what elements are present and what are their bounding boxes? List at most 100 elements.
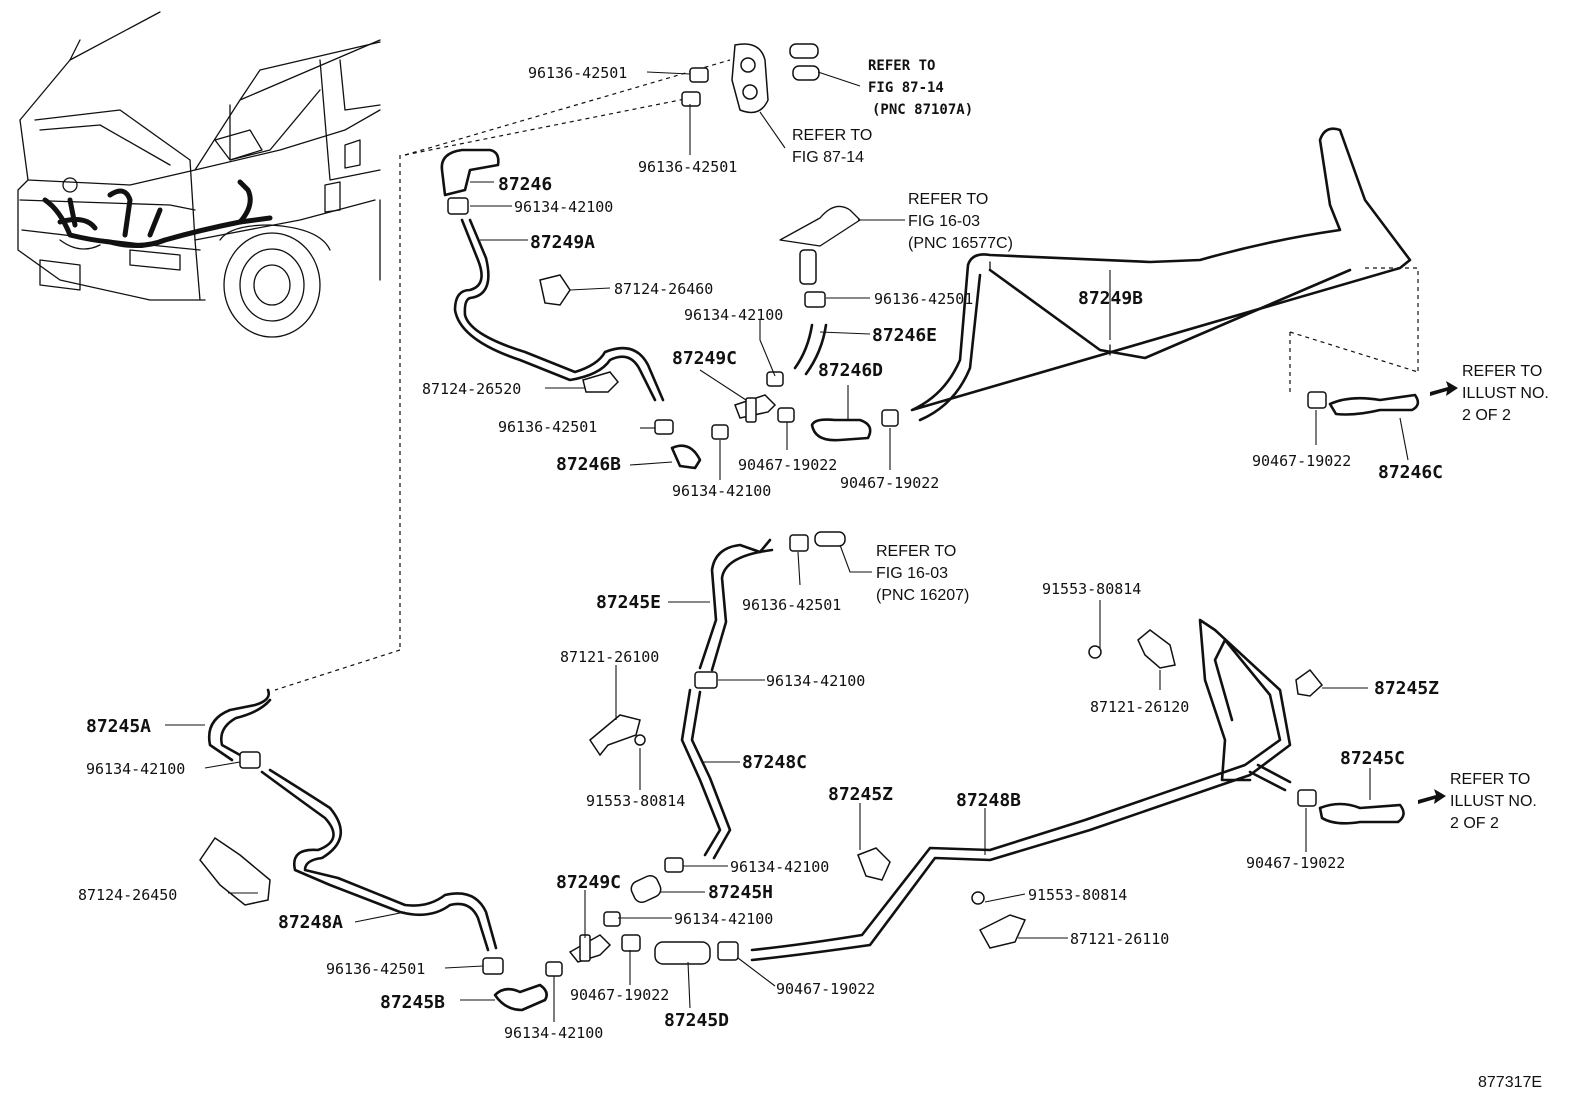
hose-87245E: [698, 538, 774, 672]
hose-87248C: [680, 688, 732, 860]
clamp-90467-19022-c: [1307, 391, 1327, 409]
leader-lines: [165, 71, 1409, 1022]
bracket-87121-26110: [971, 891, 1027, 949]
clamp-96134-42100-h: [545, 961, 563, 977]
label-refer-to: REFER TO: [868, 58, 935, 74]
label-refer-fig: FIG 16-03: [908, 213, 980, 230]
clamp-96134-42100-d: [694, 671, 718, 689]
label-96134-42100: 96134-42100: [504, 1024, 603, 1042]
label-87249C: 87249C: [556, 872, 621, 893]
label-96134-42100: 96134-42100: [86, 760, 185, 778]
arrow-refer-a: [1430, 381, 1458, 396]
label-87245H: 87245H: [708, 882, 773, 903]
label-96136-42501: 96136-42501: [528, 64, 627, 82]
label-96136-42501: 96136-42501: [326, 960, 425, 978]
hose-87246C: [1328, 393, 1420, 416]
label-refer-to: REFER TO: [1450, 771, 1530, 788]
label-refer-fig: FIG 87-14: [868, 80, 944, 96]
clamp-96134-42100-mid: [766, 371, 784, 387]
clamp-96134-42100-c: [711, 424, 729, 440]
clamp-96136-42501-e: [789, 534, 809, 552]
hose-87245C: [1318, 802, 1405, 825]
illustration-code: 877317E: [1478, 1074, 1542, 1091]
label-87245A: 87245A: [86, 716, 151, 737]
label-87246C: 87246C: [1378, 462, 1443, 483]
hose-87245D: [654, 941, 711, 965]
label-90467-19022: 90467-19022: [738, 456, 837, 474]
label-96134-42100: 96134-42100: [672, 482, 771, 500]
vehicle-illustration: [17, 11, 381, 338]
label-refer-pnc: (PNC 16207): [876, 587, 969, 604]
label-90467-19022: 90467-19022: [1252, 452, 1351, 470]
labels: 96136-42501 96136-42501 REFER TO FIG 87-…: [78, 58, 1549, 1091]
label-96134-42100: 96134-42100: [684, 306, 783, 324]
label-refer-pnc: (PNC 16577C): [908, 235, 1013, 252]
clamp-96136-42501-f: [482, 957, 504, 975]
label-refer-illust: ILLUST NO.: [1462, 385, 1549, 402]
clip-87245Z-upper: [1295, 668, 1324, 697]
label-refer-pnc: (PNC 87107A): [872, 102, 973, 118]
label-87245C: 87245C: [1340, 748, 1405, 769]
label-refer-illust: ILLUST NO.: [1450, 793, 1537, 810]
label-96134-42100: 96134-42100: [730, 858, 829, 876]
label-90467-19022: 90467-19022: [570, 986, 669, 1004]
label-96136-42501: 96136-42501: [498, 418, 597, 436]
label-refer-page: 2 OF 2: [1462, 407, 1511, 424]
pipe-16577C: [779, 205, 861, 285]
bracket-87124-26450: [199, 836, 271, 906]
label-96136-42501: 96136-42501: [874, 290, 973, 308]
label-refer-fig: FIG 16-03: [876, 565, 948, 582]
tee-87249C-top: [734, 394, 777, 423]
bracket-87121-26120: [1088, 629, 1176, 669]
hose-87248A: [260, 768, 498, 952]
label-87124-26520: 87124-26520: [422, 380, 521, 398]
label-87246: 87246: [498, 174, 552, 195]
clamp-96134-42100-top: [447, 197, 469, 215]
hose-87246: [440, 148, 500, 197]
hose-87245H: [630, 874, 662, 904]
clamp-90467-19022-a: [777, 407, 795, 423]
hose-87249A: [453, 218, 665, 402]
clamp-96136-42501-mount-b: [681, 91, 701, 107]
hose-87245B: [493, 983, 548, 1012]
label-87245B: 87245B: [380, 992, 445, 1013]
label-87249C: 87249C: [672, 348, 737, 369]
label-87245E: 87245E: [596, 592, 661, 613]
label-87249B: 87249B: [1078, 288, 1143, 309]
label-87248A: 87248A: [278, 912, 343, 933]
label-96134-42100: 96134-42100: [514, 198, 613, 216]
label-refer-to: REFER TO: [908, 191, 988, 208]
label-96134-42100: 96134-42100: [674, 910, 773, 928]
clamp-96134-42100-f: [603, 911, 621, 927]
clamp-96136-42501-mount-a: [689, 67, 709, 83]
label-90467-19022: 90467-19022: [776, 980, 875, 998]
label-91553-80814: 91553-80814: [1042, 580, 1141, 598]
label-87249A: 87249A: [530, 232, 595, 253]
label-96134-42100: 96134-42100: [766, 672, 865, 690]
pipe-stubs-top: [789, 43, 820, 81]
label-87245Z: 87245Z: [1374, 678, 1439, 699]
hose-87246B: [670, 444, 702, 470]
bracket-87121-26100: [589, 714, 646, 757]
label-91553-80814: 91553-80814: [1028, 886, 1127, 904]
clamp-96136-42501-lower: [654, 419, 674, 435]
label-87248B: 87248B: [956, 790, 1021, 811]
label-refer-to: REFER TO: [876, 543, 956, 560]
arrow-refer-b: [1418, 789, 1446, 804]
label-87246D: 87246D: [818, 360, 883, 381]
pipe-stub-16207: [814, 531, 846, 547]
label-refer-fig: FIG 87-14: [792, 149, 864, 166]
pipe-87248B: [750, 618, 1292, 962]
label-87124-26450: 87124-26450: [78, 886, 177, 904]
hose-87245A: [207, 688, 272, 762]
bracket-87124-26520: [582, 371, 620, 393]
label-refer-to: REFER TO: [792, 127, 872, 144]
tee-87249C-bottom: [568, 934, 612, 963]
reference-lines: [274, 59, 1419, 691]
clamp-90467-19022-d: [621, 934, 641, 952]
mount-87107A: [731, 43, 769, 114]
label-96136-42501: 96136-42501: [742, 596, 841, 614]
bracket-87124-26460: [539, 274, 571, 306]
label-90467-19022: 90467-19022: [1246, 854, 1345, 872]
